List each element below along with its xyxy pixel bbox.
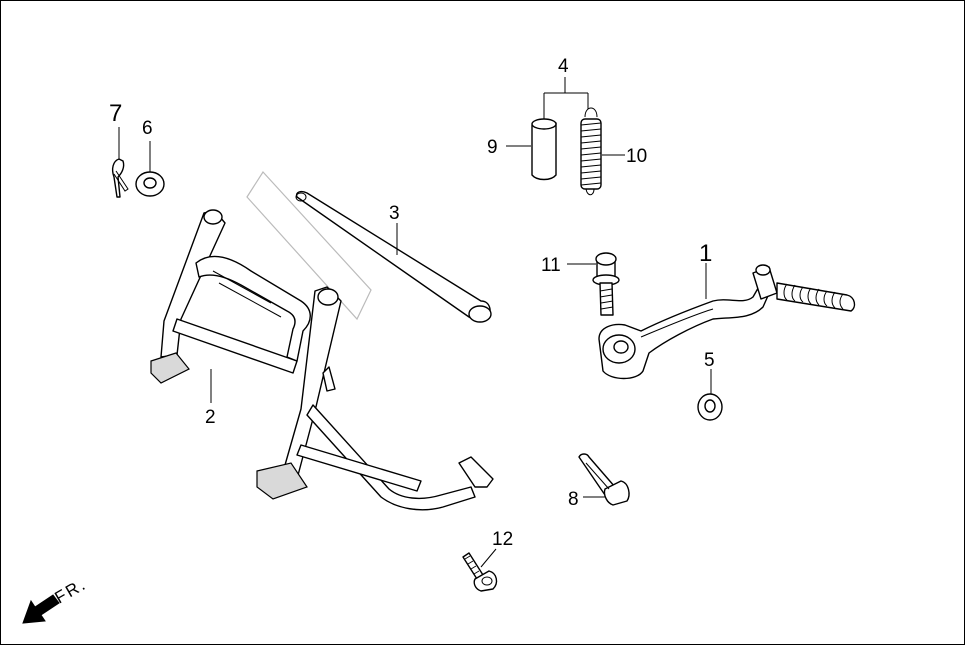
callout-3: 3 <box>389 203 400 224</box>
callout-5: 5 <box>704 350 715 371</box>
part-12-bolt <box>462 548 498 592</box>
part-8-pin <box>578 453 630 506</box>
callout-7: 7 <box>109 100 122 127</box>
callout-8: 8 <box>568 489 579 510</box>
callout-10: 10 <box>626 146 647 167</box>
part-5-washer <box>697 369 723 421</box>
callout-2: 2 <box>205 407 216 428</box>
part-6-washer <box>135 141 165 197</box>
part-9-collar <box>506 118 557 181</box>
callout-6: 6 <box>142 118 153 139</box>
part-2-main-stand <box>150 209 494 511</box>
front-direction-label: FR. <box>52 574 90 607</box>
part-10-spring <box>580 107 625 196</box>
part-4-bracket-leader <box>543 77 589 119</box>
part-1-kick-starter-arm <box>598 263 856 380</box>
callout-9: 9 <box>487 137 498 158</box>
callout-12: 12 <box>492 529 513 550</box>
part-3-pivot-shaft <box>246 171 492 323</box>
part-11-flange-bolt <box>567 252 620 316</box>
callout-4: 4 <box>558 56 569 77</box>
callout-1: 1 <box>699 240 712 267</box>
front-direction-arrow-icon <box>22 594 60 624</box>
part-7-cotter-pin <box>111 127 129 198</box>
callout-11: 11 <box>541 255 561 276</box>
